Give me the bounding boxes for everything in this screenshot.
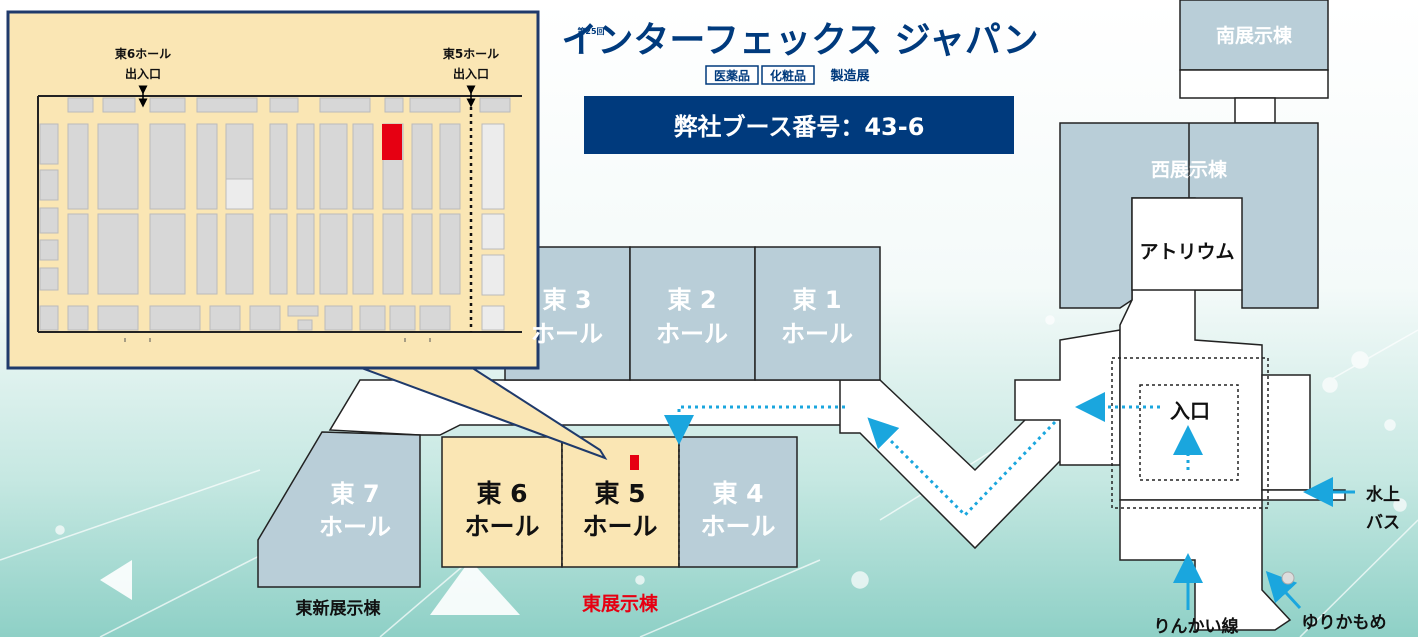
tag-manufacturing: 製造展	[829, 68, 870, 84]
hall-e1[interactable]	[754, 246, 881, 381]
south-building[interactable]	[1179, 0, 1329, 71]
booth-banner	[584, 96, 1014, 154]
hall-e2-label: 東 2	[667, 286, 716, 314]
water-bus-label-2: バス	[1366, 513, 1400, 533]
hall-e4[interactable]	[678, 436, 798, 568]
south-building-lower	[1179, 69, 1329, 99]
hall-e1-sublabel: ホール	[781, 320, 853, 348]
hall-e3-sublabel: ホール	[531, 320, 603, 348]
subtitle-tags	[705, 65, 815, 85]
edition-mark: 第25回	[577, 26, 604, 36]
inset-booth-marker[interactable]	[382, 124, 402, 160]
hall-e7[interactable]	[257, 431, 421, 588]
inset-e5-entrance-label: 東5ホール	[443, 46, 499, 61]
background-decor	[0, 315, 1418, 637]
booth-marker[interactable]	[630, 455, 639, 470]
decor-triangle	[100, 560, 132, 600]
east-building-label: 東展示棟	[582, 592, 659, 615]
hall-e6-label: 東 6	[476, 479, 527, 508]
east-new-building-label: 東新展示棟	[296, 598, 382, 619]
hall-e5-label: 東 5	[594, 479, 645, 508]
west-building-label: 西展示棟	[1151, 158, 1228, 181]
hall-e7-sublabel: ホール	[319, 513, 391, 541]
entrance-label: 入口	[1170, 399, 1210, 423]
hall-e2-sublabel: ホール	[656, 320, 728, 348]
access-arrows	[1173, 477, 1355, 610]
entrance-plaza-inner	[1139, 384, 1239, 481]
inset-e6-entrance-sublabel: 出入口	[125, 66, 161, 81]
water-bus-label: 水上	[1366, 484, 1400, 505]
rinkai-line-label: りんかい線	[1154, 616, 1239, 637]
tag-pharma: 医薬品	[714, 68, 750, 83]
booth-number: 弊社ブース番号：43-6	[674, 113, 925, 141]
yurikamome-label: ゆりかもめ	[1302, 613, 1387, 633]
tag-cosmetics: 化粧品	[770, 68, 806, 83]
south-building-label: 南展示棟	[1216, 24, 1293, 47]
hall-e7-label: 東 7	[330, 480, 379, 508]
hall-e6[interactable]	[441, 436, 563, 568]
hall-e3-label: 東 3	[542, 286, 591, 314]
atrium-label: アトリウム	[1139, 241, 1234, 263]
walking-route	[664, 392, 1203, 518]
inset-e5-entrance-sublabel: 出入口	[453, 66, 489, 81]
decor-triangle	[430, 560, 520, 615]
south-connector	[1234, 97, 1276, 124]
event-title: インターフェックス ジャパン	[561, 20, 1038, 61]
inset-floorplan	[37, 85, 522, 342]
hall-e5-sublabel: ホール	[582, 512, 657, 541]
hall-e6-sublabel: ホール	[464, 512, 539, 541]
hall-e4-label: 東 4	[712, 479, 763, 508]
hall-e1-label: 東 1	[792, 286, 841, 314]
atrium[interactable]	[1131, 197, 1243, 291]
yurikamome-station	[1281, 571, 1295, 585]
inset-e6-entrance-label: 東6ホール	[115, 46, 171, 61]
entrance-plaza-outer	[1111, 357, 1269, 509]
hall-e4-sublabel: ホール	[700, 512, 775, 541]
